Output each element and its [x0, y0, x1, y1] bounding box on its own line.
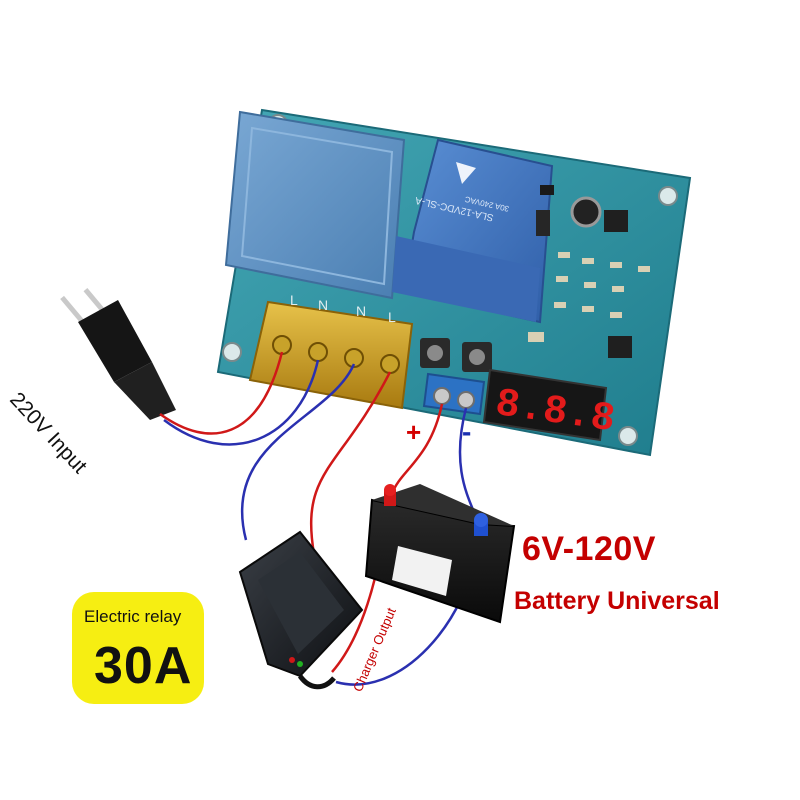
- battery-universal-label: Battery Universal: [514, 587, 720, 615]
- mount-hole: [222, 342, 242, 362]
- wire-live-charger: [309, 371, 392, 555]
- positive-label: +: [406, 417, 422, 447]
- terminal-label: N: [318, 297, 328, 313]
- transformer: [224, 110, 406, 300]
- relay-badge-value: 30A: [94, 637, 193, 695]
- relay-badge: [72, 592, 204, 704]
- wire-neutral-plug: [163, 359, 320, 446]
- power-plug: [60, 288, 176, 420]
- mount-hole: [618, 426, 638, 446]
- terminal-block: L N N L: [248, 292, 414, 410]
- board-components: [528, 185, 650, 358]
- push-buttons: [420, 338, 492, 372]
- relay-badge-title: Electric relay: [84, 607, 182, 626]
- terminal-label: N: [356, 303, 366, 319]
- charger: [238, 530, 364, 690]
- relay-logo: [456, 162, 476, 184]
- voltage-range-label: 6V-120V: [522, 530, 656, 568]
- relay: SLA-12VDC-SL-A 30A 240VAC: [392, 138, 554, 324]
- wire-live-plug: [159, 351, 284, 435]
- negative-label: -: [462, 416, 472, 447]
- wire-positive-battery: [390, 403, 444, 495]
- led-display: 8.8.8: [482, 368, 618, 443]
- mount-hole: [658, 186, 678, 206]
- terminal-label: L: [388, 309, 396, 325]
- battery: [364, 484, 516, 624]
- wire-neutral-charger: [240, 363, 356, 541]
- output-terminal: [422, 372, 486, 416]
- terminal-label: L: [290, 292, 298, 308]
